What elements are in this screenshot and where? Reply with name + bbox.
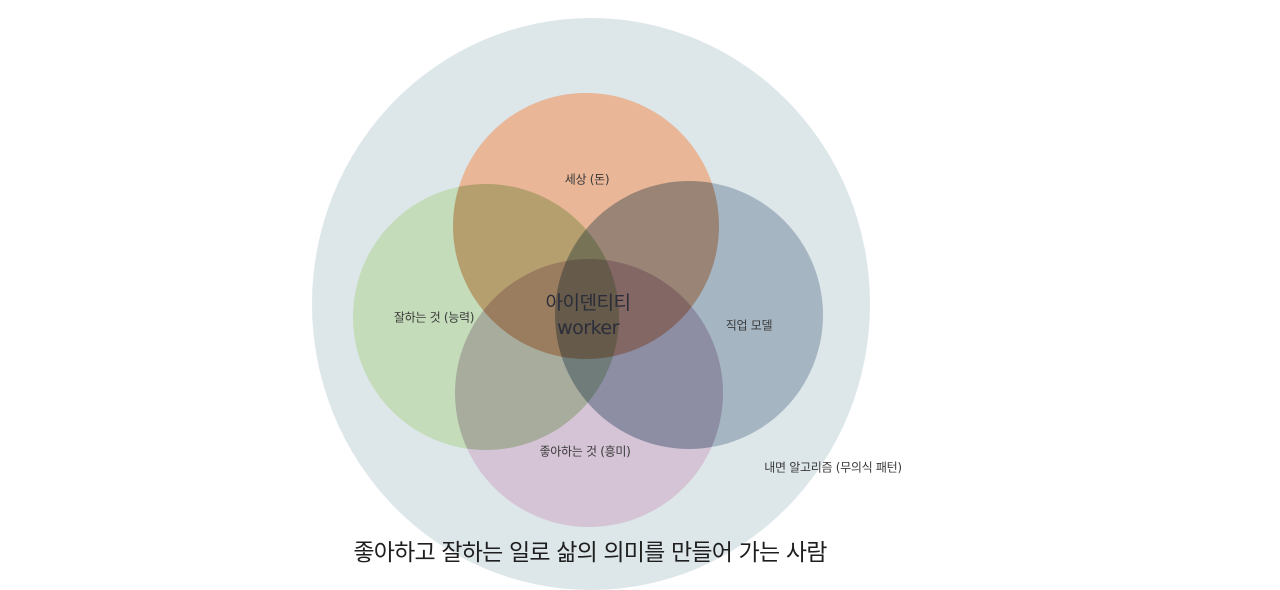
center-identity: 아이덴티티 worker — [546, 291, 631, 341]
circle-interest — [455, 259, 723, 527]
label-inner-algorithm: 내면 알고리즘 (무의식 패턴) — [764, 460, 902, 475]
caption: 좋아하고 잘하는 일로 삶의 의미를 만들어 가는 사람 — [353, 540, 827, 566]
label-ability: 잘하는 것 (능력) — [393, 310, 475, 325]
center-line2: worker — [557, 317, 619, 339]
center-line1: 아이덴티티 — [545, 292, 631, 314]
label-career: 직업 모델 — [725, 318, 773, 333]
label-world: 세상 (돈) — [564, 172, 610, 187]
label-interest: 좋아하는 것 (흥미) — [539, 444, 631, 459]
